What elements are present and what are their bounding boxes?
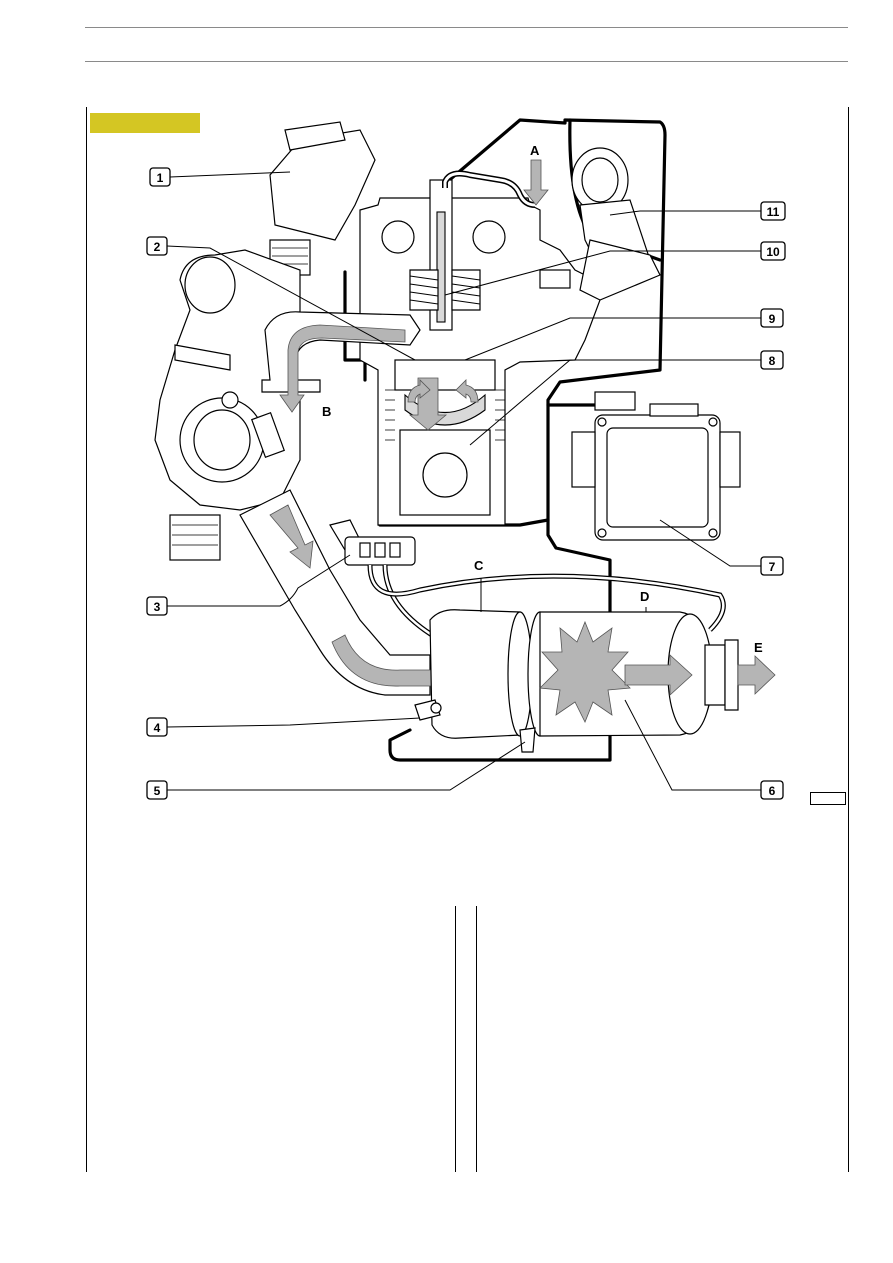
exhaust-flow-arrow-b (279, 324, 406, 413)
callout-11: 11 (760, 201, 786, 221)
column-divider-left (455, 906, 456, 1172)
callout-8: 8 (760, 350, 784, 370)
callout-1: 1 (149, 167, 171, 187)
header-rule-bottom (85, 61, 848, 62)
differential-pressure-sensor (329, 519, 416, 566)
engine-cross-section (359, 179, 601, 526)
sensor-connector-top (269, 121, 376, 276)
flow-label-d: D (640, 589, 649, 604)
svg-text:9: 9 (769, 312, 776, 326)
callout-leaders (166, 171, 761, 791)
control-unit (571, 391, 741, 541)
intake-arrow-a (523, 159, 549, 206)
air-flow-meter (539, 147, 661, 301)
flow-label-a: A (530, 143, 540, 158)
callout-5: 5 (146, 780, 168, 800)
svg-text:5: 5 (154, 784, 161, 798)
temperature-sensor-front (414, 699, 442, 721)
column-divider-right (476, 906, 477, 1172)
pressure-tube-front (382, 564, 434, 638)
figure-border-right (848, 107, 849, 1172)
callout-3: 3 (146, 596, 168, 616)
flow-label-b: B (322, 404, 331, 419)
figure-reference-box (810, 792, 846, 805)
pressure-tube-front-inner (383, 564, 433, 637)
svg-text:6: 6 (769, 784, 776, 798)
temperature-sensor-rear (519, 727, 536, 753)
oxidation-catalyst (429, 609, 553, 739)
pressure-tube-rear-inner (368, 564, 725, 631)
callout-10: 10 (760, 241, 786, 261)
svg-text:1: 1 (157, 171, 164, 185)
outlet-arrow-e (737, 655, 776, 695)
regeneration-burst (539, 620, 631, 723)
exhaust-downpipe (239, 489, 431, 696)
filter-flow-arrow (624, 654, 693, 696)
turbocharger (154, 249, 301, 561)
fuel-injector-pipe-inner (443, 172, 536, 207)
header-rule-top (85, 27, 848, 28)
flow-label-e: E (754, 640, 763, 655)
flow-label-c: C (474, 558, 484, 573)
callout-2: 2 (146, 236, 168, 256)
svg-text:11: 11 (767, 205, 780, 219)
svg-text:2: 2 (154, 240, 161, 254)
callout-9: 9 (760, 308, 784, 328)
svg-text:4: 4 (154, 721, 161, 735)
callout-4: 4 (146, 717, 168, 737)
svg-text:10: 10 (766, 245, 780, 259)
exhaust-flow-arrow-down (269, 504, 314, 569)
svg-text:3: 3 (154, 600, 161, 614)
callout-7: 7 (760, 556, 784, 576)
svg-text:8: 8 (769, 354, 776, 368)
figure-border-left (86, 107, 87, 1172)
callout-6: 6 (760, 780, 784, 800)
svg-text:7: 7 (769, 560, 776, 574)
section-tab (90, 113, 200, 133)
